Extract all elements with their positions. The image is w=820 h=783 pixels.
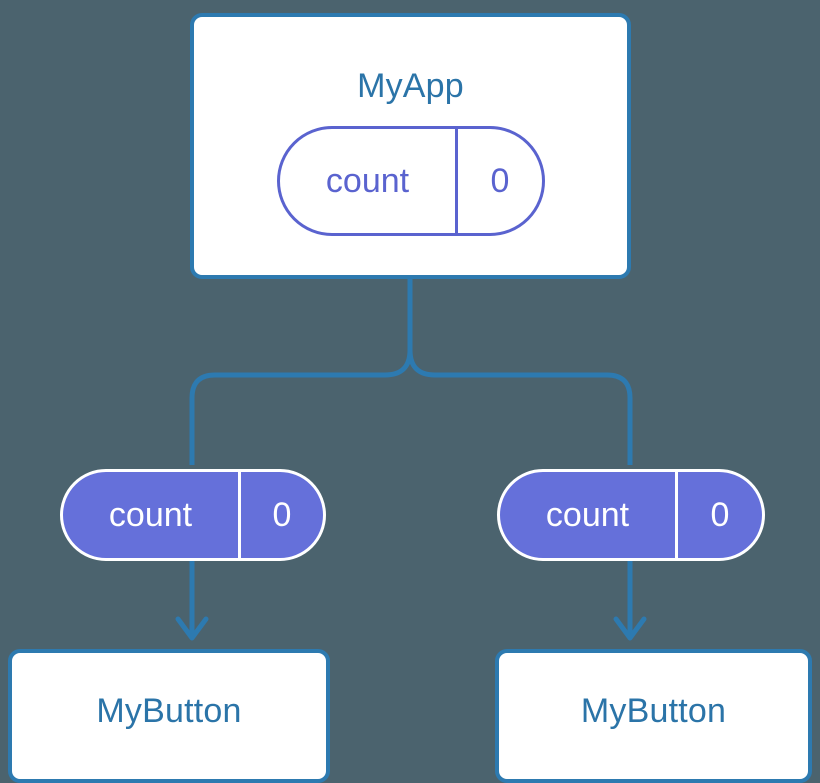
component-title-myapp: MyApp [357,67,464,105]
state-pill-label: count [545,495,630,534]
connector-fork-right [407,349,633,465]
component-title-mybutton-right: MyButton [580,692,727,730]
state-pill-value: 0 [710,495,730,534]
arrowhead-right-icon [613,616,647,641]
state-pill-divider [675,472,678,558]
state-pill-left-count[interactable]: count 0 [60,469,326,561]
state-pill-myapp-count[interactable]: count 0 [277,126,545,236]
state-pill-right-count[interactable]: count 0 [497,469,765,561]
state-pill-divider [455,129,458,233]
state-pill-divider [238,472,241,558]
state-pill-value: 0 [272,495,292,534]
state-pill-value: 0 [490,161,510,200]
connector-fork-left [189,349,413,465]
arrowhead-left-icon [175,616,209,641]
state-pill-label: count [108,495,193,534]
state-pill-label: count [325,161,410,200]
component-title-mybutton-left: MyButton [96,692,242,730]
component-node-mybutton-right[interactable]: MyButton [495,649,812,783]
component-node-mybutton-left[interactable]: MyButton [8,649,330,783]
